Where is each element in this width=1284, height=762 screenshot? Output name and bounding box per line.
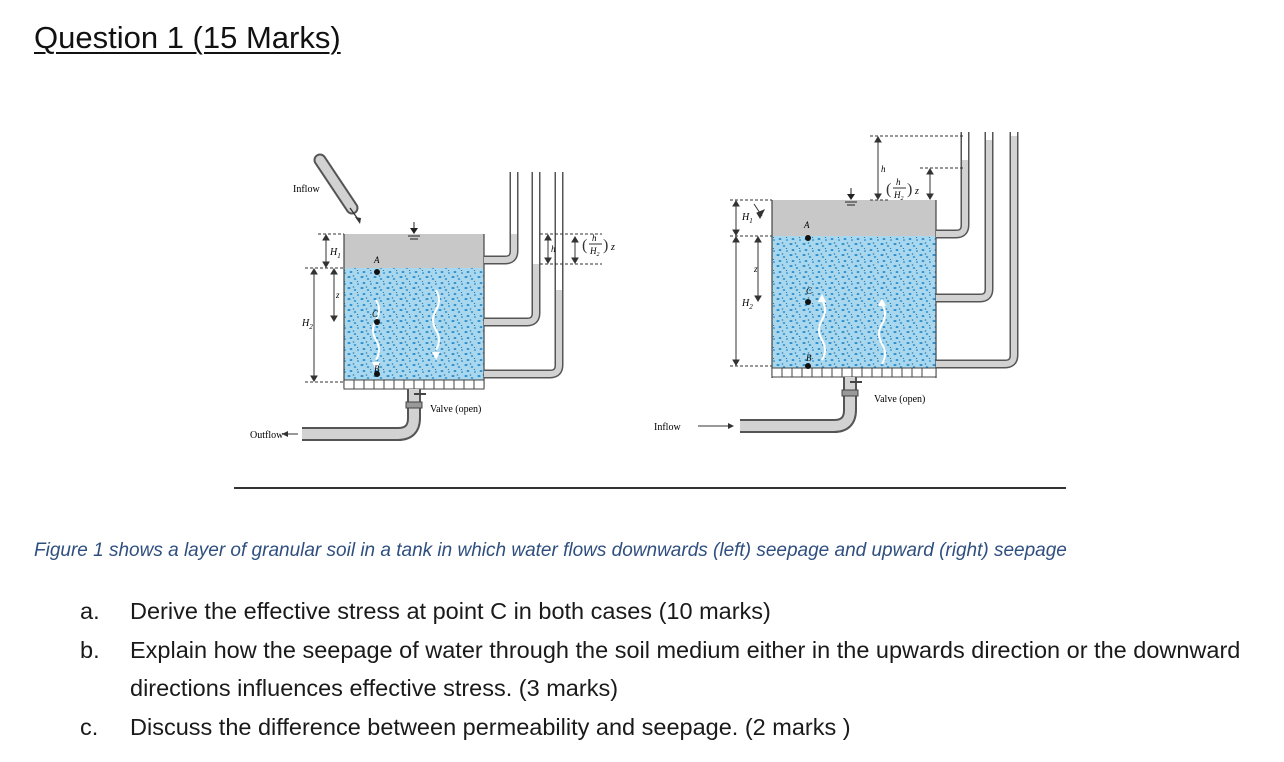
- left-outflow-pipe: [282, 389, 426, 441]
- svg-text:(: (: [886, 181, 891, 198]
- right-valve-label: Valve (open): [874, 394, 925, 405]
- left-point-c-label: C: [372, 309, 379, 319]
- right-standpipes: [936, 132, 1019, 369]
- left-point-b-label: B: [374, 364, 380, 374]
- left-standpipes: [484, 172, 564, 379]
- right-point-b: [805, 363, 811, 369]
- left-ratio-label: ( h H2 ) z: [582, 233, 615, 258]
- left-valve-label: Valve (open): [430, 404, 481, 415]
- figure-caption: Figure 1 shows a layer of granular soil …: [34, 540, 1067, 561]
- svg-text:H2: H2: [589, 246, 600, 258]
- right-points: A C B: [803, 220, 813, 369]
- left-tank: [343, 222, 485, 390]
- left-point-a: [374, 269, 380, 275]
- right-z-label: z: [753, 264, 758, 274]
- svg-text:h: h: [896, 177, 901, 187]
- left-water-surface-symbol: [408, 222, 420, 240]
- question-letter: b.: [80, 636, 100, 663]
- svg-text:H2: H2: [893, 190, 904, 202]
- question-heading: Question 1 (15 Marks): [34, 20, 341, 55]
- right-point-a: [805, 235, 811, 241]
- right-ratio-label: ( h H2 ) z: [886, 177, 919, 202]
- question-list: a. Derive the effective stress at point …: [80, 592, 1276, 746]
- right-water-surface-symbol: [845, 188, 857, 206]
- svg-text:h: h: [592, 233, 597, 243]
- right-point-c: [805, 299, 811, 305]
- question-letter: a.: [80, 598, 100, 624]
- left-dimensions: [305, 233, 344, 383]
- question-text: Explain how the seepage of water through…: [130, 636, 1241, 702]
- left-point-a-label: A: [373, 255, 380, 265]
- right-h1-label: H1: [741, 212, 753, 225]
- right-tank: [771, 188, 937, 378]
- left-z-label: z: [335, 290, 340, 300]
- right-point-b-label: B: [806, 353, 812, 363]
- right-inflow-label: Inflow: [654, 422, 681, 433]
- left-inflow-label: Inflow: [293, 184, 320, 195]
- question-text: Discuss the difference between permeabil…: [130, 713, 851, 740]
- right-h-label: h: [881, 164, 886, 174]
- svg-text:): ): [907, 181, 912, 198]
- right-panel: A C B H1 H2 z: [654, 132, 1019, 433]
- left-points: A C B: [372, 255, 380, 377]
- right-point-c-label: C: [806, 286, 813, 296]
- question-item-c: c. Discuss the difference between permea…: [80, 708, 1276, 747]
- question-text: Derive the effective stress at point C i…: [130, 598, 771, 624]
- left-h-label: h: [551, 244, 556, 254]
- left-outflow-label: Outflow: [250, 430, 284, 441]
- right-dimensions: [730, 199, 772, 367]
- svg-text:): ): [603, 237, 608, 254]
- question-item-a: a. Derive the effective stress at point …: [80, 592, 1276, 631]
- svg-text:(: (: [582, 237, 587, 254]
- left-point-b: [374, 371, 380, 377]
- seepage-figure: Inflow: [230, 110, 1070, 470]
- left-h1-label: H1: [329, 247, 341, 260]
- figure-divider: [234, 487, 1066, 489]
- svg-text:z: z: [914, 186, 919, 197]
- left-panel: Inflow: [250, 153, 615, 441]
- right-h-dimension: [870, 135, 965, 201]
- right-h2-label: H2: [741, 298, 753, 311]
- left-inflow-pipe: [313, 153, 361, 224]
- left-h-dimension: [540, 233, 602, 265]
- right-point-a-label: A: [803, 220, 810, 230]
- question-letter: c.: [80, 713, 99, 740]
- svg-text:z: z: [610, 242, 615, 253]
- left-point-c: [374, 319, 380, 325]
- left-h2-label: H2: [301, 318, 313, 331]
- seepage-diagram: Inflow: [250, 132, 1019, 441]
- question-item-b: b. Explain how the seepage of water thro…: [80, 631, 1276, 708]
- right-inflow-pipe: [698, 377, 862, 433]
